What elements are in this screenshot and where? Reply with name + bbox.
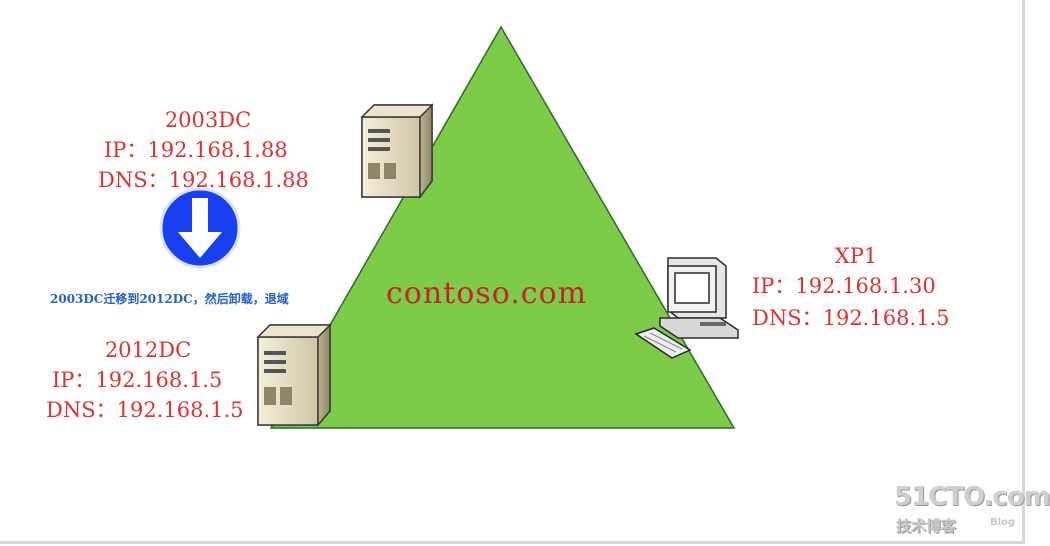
workstation-icon bbox=[659, 257, 739, 339]
down-arrow-icon bbox=[159, 187, 241, 269]
watermark-logo: 51CTO.com bbox=[894, 482, 1050, 512]
server-2003dc-ip: IP：192.168.1.88 bbox=[104, 138, 288, 162]
server-2003dc-name: 2003DC bbox=[164, 108, 252, 132]
server-2012dc-ip: IP：192.168.1.5 bbox=[52, 368, 223, 392]
client-xp1-ip: IP：192.168.1.30 bbox=[752, 274, 936, 298]
server-icon bbox=[360, 103, 434, 200]
client-xp1-name: XP1 bbox=[834, 244, 878, 268]
watermark-subtitle: 技术博客 bbox=[896, 517, 957, 535]
domain-triangle bbox=[269, 25, 736, 429]
server-2012dc-name: 2012DC bbox=[104, 338, 192, 362]
image-frame bbox=[0, 0, 1025, 544]
server-2012dc-dns: DNS：192.168.1.5 bbox=[46, 398, 244, 422]
server-2003dc-dns: DNS：192.168.1.88 bbox=[98, 168, 309, 192]
domain-label: contoso.com bbox=[386, 276, 588, 311]
migration-note: 2003DC迁移到2012DC，然后卸载，退域 bbox=[50, 292, 289, 306]
server-icon bbox=[256, 323, 332, 428]
watermark-blog: Blog bbox=[990, 517, 1016, 528]
client-xp1-dns: DNS：192.168.1.5 bbox=[752, 306, 950, 330]
diagram-canvas bbox=[159, 25, 739, 429]
keyboard-icon bbox=[634, 327, 692, 359]
